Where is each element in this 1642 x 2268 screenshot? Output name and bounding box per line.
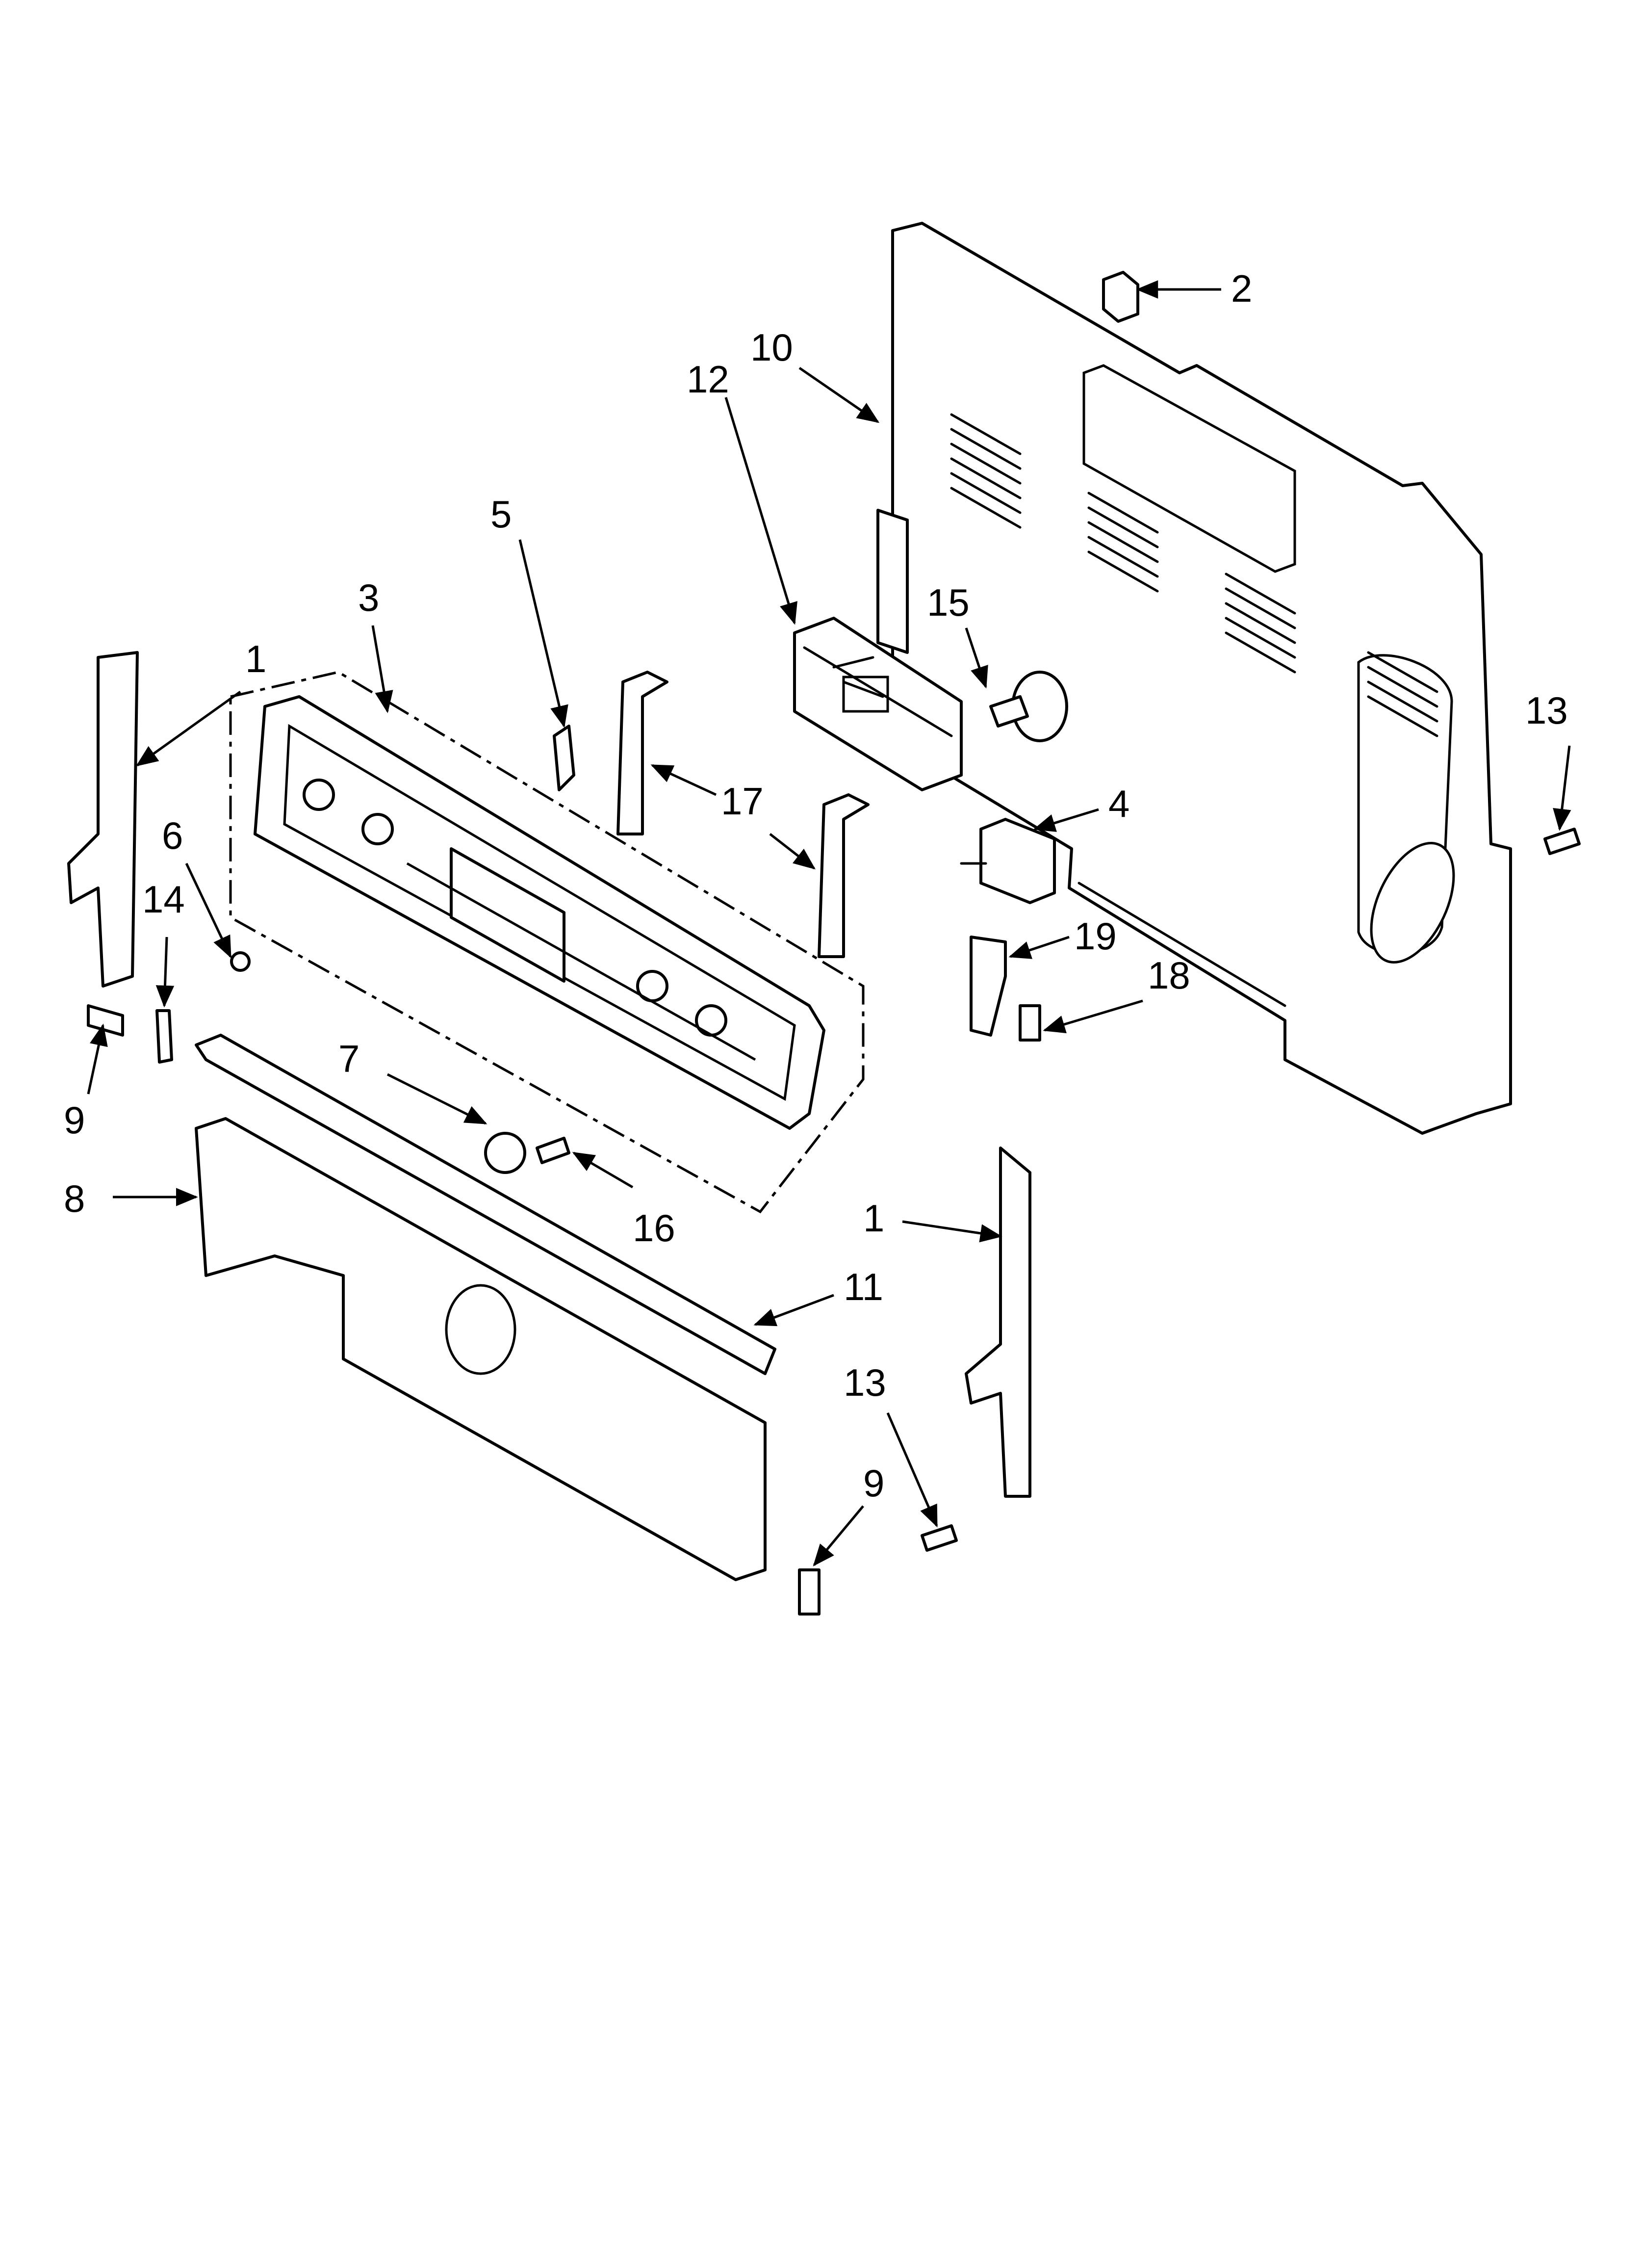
bracket-part-17-upper [616, 671, 668, 835]
callout-5: 5 [490, 493, 512, 536]
sensor-part-19 [970, 936, 1007, 1037]
callout-9-right: 9 [863, 1461, 884, 1505]
callout-8: 8 [64, 1177, 85, 1220]
screw-part-16 [536, 1137, 570, 1164]
screw-part-9-left [87, 1004, 124, 1037]
callout-11: 11 [844, 1265, 883, 1308]
callout-1-left: 1 [245, 637, 266, 680]
callout-1-right: 1 [863, 1197, 884, 1240]
callout-6: 6 [162, 814, 183, 857]
callout-4: 4 [1108, 782, 1129, 825]
screw-part-9-right [798, 1568, 821, 1616]
callout-13-right-bottom: 13 [844, 1361, 886, 1404]
screw-part-13-right-bottom [921, 1524, 958, 1552]
callout-2: 2 [1231, 267, 1252, 310]
screw-part-6 [230, 951, 251, 972]
spacer-part-18 [1019, 1004, 1041, 1042]
callout-16: 16 [633, 1206, 675, 1250]
side-bracket-part-1-left [67, 651, 139, 988]
control-panel-part-3 [254, 695, 825, 1130]
switch-part-4 [960, 818, 1056, 904]
callout-18: 18 [1148, 954, 1190, 997]
leader-arrows [87, 280, 1571, 1566]
callout-14: 14 [142, 878, 185, 921]
callout-15: 15 [927, 581, 970, 624]
lower-panel-hole [445, 1284, 516, 1375]
strap-part-14 [155, 1009, 173, 1064]
vent-slots [950, 413, 1438, 737]
callout-9-left: 9 [64, 1098, 85, 1142]
callout-3: 3 [358, 576, 379, 619]
callout-10: 10 [750, 326, 793, 369]
trim-rail-part-11 [195, 1034, 776, 1375]
screw-part-15 [989, 671, 1068, 742]
screw-part-13-right-top [1543, 828, 1581, 855]
callout-12: 12 [687, 358, 729, 401]
control-board-part-12 [793, 617, 963, 791]
knob-part-7 [484, 1132, 526, 1174]
assembly-outline [229, 671, 865, 1214]
wire-harness-part-5 [553, 725, 575, 791]
callout-labels: 1 1 2 3 4 5 6 7 8 9 9 10 11 12 13 13 14 … [64, 267, 1568, 1505]
callout-13-right-top: 13 [1525, 689, 1568, 732]
callout-19: 19 [1074, 914, 1117, 958]
rear-panel-part-10 [876, 222, 1512, 1135]
side-bracket-part-1-right [965, 1147, 1031, 1498]
bracket-part-17-lower [818, 793, 870, 958]
callout-7: 7 [338, 1037, 359, 1080]
clip-part-2 [1102, 271, 1139, 323]
callout-17: 17 [721, 780, 764, 823]
